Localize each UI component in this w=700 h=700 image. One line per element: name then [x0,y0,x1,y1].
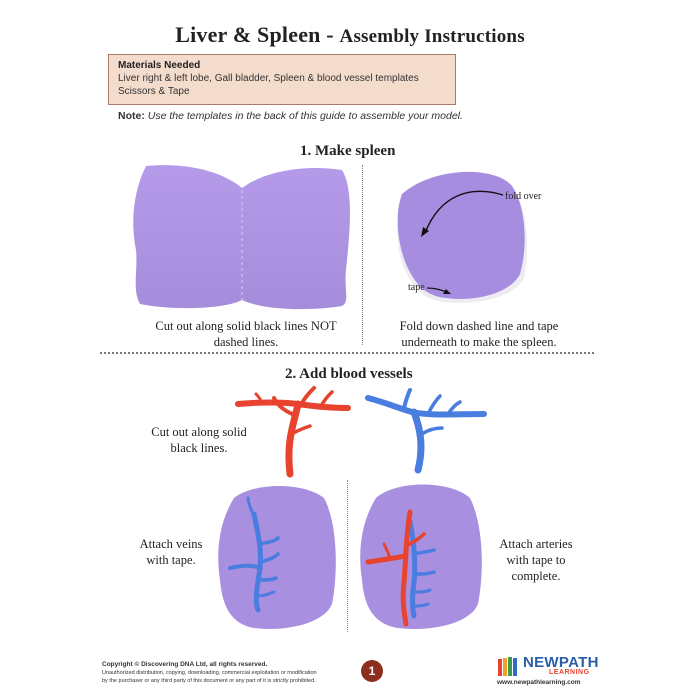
step2-caption-cut-line2: black lines. [170,441,228,455]
artery-cutout-image [235,386,351,478]
note-label: Note: [118,110,145,122]
step1-caption-left-line1: Cut out along solid black lines NOT [155,319,337,333]
label-fold-over: fold over [505,191,542,202]
step1-caption-left: Cut out along solid black lines NOT dash… [128,318,364,350]
logo-name: NEWPATH [523,654,599,671]
step2-caption-cut: Cut out along solid black lines. [140,424,258,456]
materials-line-1: Liver right & left lobe, Gall bladder, S… [118,73,419,84]
materials-heading: Materials Needed [118,60,201,71]
spleen-template-image [133,165,350,310]
step2-caption-arteries-line2: with tape to [506,553,566,567]
divider-vertical-1 [362,165,363,345]
materials-line-2: Scissors & Tape [118,86,190,97]
step2-caption-veins-line1: Attach veins [139,537,203,551]
step1-caption-right: Fold down dashed line and tape underneat… [372,318,586,350]
step1-heading: 1. Make spleen [300,143,396,159]
step1-caption-right-line2: underneath to make the spleen. [401,335,557,349]
step2-caption-veins: Attach veins with tape. [130,536,212,568]
title-main: Liver & Spleen [175,22,321,47]
step1-caption-right-line1: Fold down dashed line and tape [399,319,559,333]
copyright-line: Copyright © Discovering DNA Ltd, all rig… [102,661,268,668]
materials-box: Materials Needed Liver right & left lobe… [108,54,456,105]
title-dash: - [320,22,340,47]
fold-arrow-icon [421,190,504,237]
logo-sub: LEARNING [549,669,590,676]
step2-caption-arteries-line3: complete. [511,569,561,583]
page-title: Liver & Spleen - Assembly Instructions [0,22,700,48]
label-tape: tape [408,282,425,293]
spleen-complete-image [360,484,482,629]
spleen-with-veins-image [218,486,336,629]
note: Note: Use the templates in the back of t… [118,110,463,122]
note-text: Use the templates in the back of this gu… [147,110,463,122]
legal-line-2: by the purchaser or any third party of t… [102,678,316,684]
book-logo-icon [498,657,517,676]
step2-caption-arteries-line1: Attach arteries [499,537,573,551]
step2-caption-cut-line1: Cut out along solid [151,425,247,439]
title-sub: Assembly Instructions [339,26,525,47]
logo-url[interactable]: www.newpathlearning.com [497,679,581,686]
page-number-badge: 1 [361,660,383,682]
folded-spleen-image [397,171,528,303]
divider-horizontal [100,352,594,354]
step2-caption-veins-line2: with tape. [146,553,196,567]
newpath-logo: NEWPATH LEARNING [497,654,607,690]
footer-copyright: Copyright © Discovering DNA Ltd, all rig… [102,661,402,685]
tape-arrow-icon [426,287,451,294]
step1-caption-left-line2: dashed lines. [213,335,279,349]
divider-vertical-2 [347,480,348,632]
legal-line-1: Unauthorized distribution, copying, down… [102,670,317,676]
step2-heading: 2. Add blood vessels [285,366,413,382]
vein-cutout-image [365,388,487,474]
step2-caption-arteries: Attach arteries with tape to complete. [486,536,586,584]
